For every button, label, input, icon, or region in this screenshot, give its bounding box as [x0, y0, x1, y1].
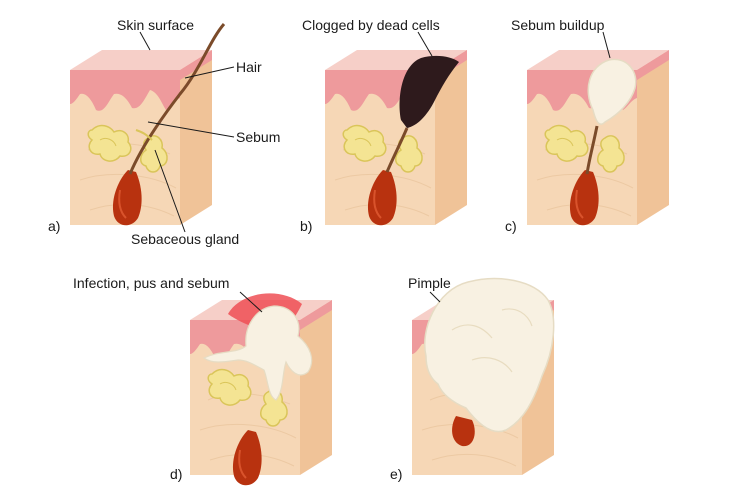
- leader-hair: [184, 66, 235, 79]
- label-skin-surface: Skin surface: [117, 17, 195, 33]
- pus-spread: [202, 305, 313, 401]
- leader-sebum-buildup: [602, 31, 611, 59]
- panel-letter-e: e): [390, 466, 403, 482]
- label-infection: Infection, pus and sebum: [73, 275, 230, 291]
- panel-e: [411, 277, 555, 476]
- label-sebaceous-gland: Sebaceous gland: [131, 231, 240, 247]
- leader-clogged: [417, 31, 433, 57]
- leader-pimple: [429, 291, 441, 303]
- panel-a: [69, 23, 226, 227]
- panel-d: [189, 293, 333, 487]
- panel-b: [324, 49, 468, 227]
- panel-letter-b: b): [300, 218, 313, 234]
- panel-letter-c: c): [505, 218, 517, 234]
- hair-shaft: [128, 23, 226, 175]
- label-sebum: Sebum: [236, 129, 281, 145]
- pimple-mass: [424, 277, 555, 433]
- label-clogged: Clogged by dead cells: [302, 17, 440, 33]
- leader-sebum: [147, 121, 235, 138]
- panel-letter-a: a): [48, 218, 61, 234]
- panel-c: [526, 49, 670, 227]
- dead-cell-plug: [399, 55, 459, 129]
- leader-infection: [239, 291, 263, 313]
- leader-sebaceous-gland: [154, 149, 186, 233]
- label-pimple: Pimple: [408, 275, 451, 291]
- label-sebum-buildup: Sebum buildup: [511, 17, 605, 33]
- sebum-bulb: [587, 58, 637, 125]
- panel-letter-d: d): [170, 466, 183, 482]
- label-hair: Hair: [236, 59, 262, 75]
- leader-skin-surface: [139, 31, 151, 51]
- follicle-root-e: [452, 416, 475, 447]
